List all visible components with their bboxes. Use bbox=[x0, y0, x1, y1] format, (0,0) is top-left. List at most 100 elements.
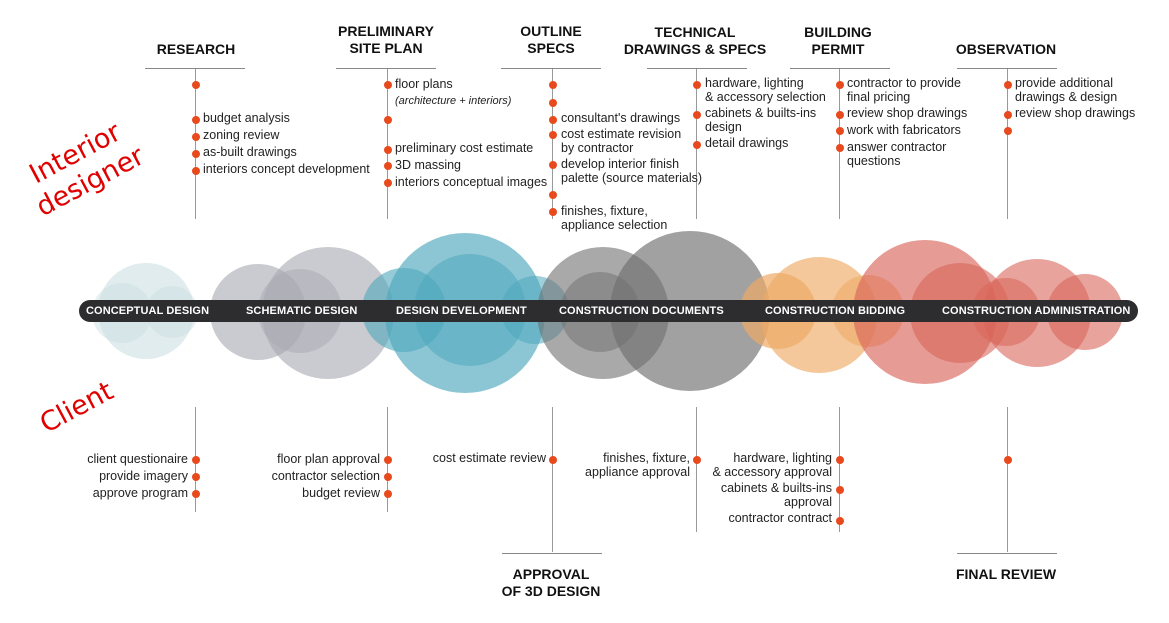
milestone-dot bbox=[384, 146, 392, 154]
milestone-dot bbox=[384, 81, 392, 89]
milestone-dot bbox=[836, 517, 844, 525]
timeline-stem bbox=[1007, 407, 1008, 552]
client-research-item: provide imagery bbox=[99, 469, 188, 483]
designer-technical-item: detail drawings bbox=[705, 136, 789, 150]
milestone-dot bbox=[549, 161, 557, 169]
milestone-dot bbox=[384, 116, 392, 124]
side-label-interior-designer: Interior designer bbox=[24, 116, 150, 223]
milestone-dot bbox=[384, 456, 392, 464]
milestone-dot bbox=[192, 167, 200, 175]
phase-label-construction-administration: CONSTRUCTION ADMINISTRATION bbox=[942, 305, 1131, 317]
designer-observation-item: review shop drawings bbox=[1015, 106, 1136, 120]
header-rule bbox=[501, 68, 601, 69]
designer-site-plan-note: (architecture + interiors) bbox=[395, 95, 512, 107]
milestone-dot bbox=[549, 99, 557, 107]
header-rule bbox=[957, 68, 1057, 69]
milestone-dot bbox=[192, 473, 200, 481]
designer-site-plan-floor-plans: floor plans bbox=[395, 77, 453, 91]
milestone-dot bbox=[693, 456, 701, 464]
designer-technical-item: cabinets & builts-ins design bbox=[705, 106, 817, 134]
timeline-stem bbox=[696, 407, 697, 532]
designer-research-item: as-built drawings bbox=[203, 145, 297, 159]
client-technical-item: finishes, fixture, appliance approval bbox=[585, 451, 690, 479]
milestone-dot bbox=[192, 456, 200, 464]
designer-outline-item: cost estimate revision by contractor bbox=[561, 127, 682, 155]
designer-research-item: budget analysis bbox=[203, 111, 290, 125]
designer-permit-item: review shop drawings bbox=[847, 106, 968, 120]
phase-label-schematic-design: SCHEMATIC DESIGN bbox=[246, 305, 358, 317]
client-site-plan-item: contractor selection bbox=[271, 469, 380, 483]
milestone-dot bbox=[1004, 127, 1012, 135]
phase-label-construction-documents: CONSTRUCTION DOCUMENTS bbox=[559, 305, 724, 317]
milestone-dot bbox=[192, 116, 200, 124]
designer-technical-item: hardware, lighting & accessory selection bbox=[705, 76, 826, 104]
milestone-dot bbox=[1004, 111, 1012, 119]
header-building-permit: BUILDING PERMIT bbox=[804, 24, 872, 57]
client-research-item: approve program bbox=[92, 486, 188, 500]
designer-research-item: zoning review bbox=[203, 128, 280, 142]
timeline-stem bbox=[195, 69, 196, 219]
client-permit-item: cabinets & builts-ins approval bbox=[720, 481, 832, 509]
milestone-dot bbox=[1004, 456, 1012, 464]
client-permit-item: hardware, lighting & accessory approval bbox=[712, 451, 832, 479]
designer-site-plan-item: 3D massing bbox=[395, 158, 461, 172]
client-permit-item: contractor contract bbox=[728, 511, 832, 525]
milestone-dot bbox=[836, 456, 844, 464]
header-outline-specs: OUTLINE SPECS bbox=[520, 23, 582, 56]
milestone-dot bbox=[384, 162, 392, 170]
designer-observation-item: provide additional drawings & design bbox=[1015, 76, 1118, 104]
milestone-dot bbox=[192, 133, 200, 141]
header-rule bbox=[957, 553, 1057, 554]
milestone-dot bbox=[549, 116, 557, 124]
milestone-dot bbox=[836, 127, 844, 135]
header-rule bbox=[502, 553, 602, 554]
designer-permit-item: contractor to provide final pricing bbox=[847, 76, 961, 104]
milestone-dot bbox=[836, 486, 844, 494]
milestone-dot bbox=[192, 490, 200, 498]
header-final-review: FINAL REVIEW bbox=[955, 566, 1057, 582]
side-label-client: Client bbox=[34, 375, 119, 440]
timeline-stem bbox=[1007, 69, 1008, 219]
timeline-stem bbox=[387, 69, 388, 219]
phase-label-construction-bidding: CONSTRUCTION BIDDING bbox=[765, 305, 906, 317]
timeline-stem bbox=[552, 69, 553, 219]
timeline-stem bbox=[839, 407, 840, 532]
timeline-stem bbox=[552, 407, 553, 552]
designer-site-plan-item: preliminary cost estimate bbox=[395, 141, 534, 155]
client-outline-item: cost estimate review bbox=[432, 451, 546, 465]
client-site-plan-item: floor plan approval bbox=[277, 452, 380, 466]
milestone-dot bbox=[549, 208, 557, 216]
designer-site-plan-item: interiors conceptual images bbox=[395, 175, 548, 189]
designer-research-item: interiors concept development bbox=[203, 162, 370, 176]
client-research-item: client questionaire bbox=[87, 452, 188, 466]
client-site-plan-item: budget review bbox=[302, 486, 380, 500]
designer-outline-item: consultant's drawings bbox=[561, 111, 681, 125]
milestone-dot bbox=[693, 141, 701, 149]
header-rule bbox=[647, 68, 747, 69]
header-rule bbox=[145, 68, 245, 69]
milestone-dot bbox=[384, 490, 392, 498]
milestone-dot bbox=[192, 150, 200, 158]
milestone-dot bbox=[549, 81, 557, 89]
milestone-dot bbox=[836, 81, 844, 89]
header-rule bbox=[336, 68, 436, 69]
designer-permit-item: work with fabricators bbox=[847, 123, 961, 137]
milestone-dot bbox=[836, 111, 844, 119]
milestone-dot bbox=[1004, 81, 1012, 89]
milestone-dot bbox=[384, 473, 392, 481]
designer-permit-item: answer contractor questions bbox=[847, 140, 947, 168]
milestone-dot bbox=[192, 81, 200, 89]
header-observation: OBSERVATION bbox=[955, 41, 1057, 57]
milestone-dot bbox=[836, 144, 844, 152]
milestone-dot bbox=[693, 111, 701, 119]
milestone-dot bbox=[384, 179, 392, 187]
milestone-dot bbox=[549, 191, 557, 199]
phase-label-conceptual-design: CONCEPTUAL DESIGN bbox=[86, 305, 210, 317]
header-technical-drawings: TECHNICAL DRAWINGS & SPECS bbox=[623, 24, 767, 57]
timeline-bar bbox=[79, 300, 1138, 322]
milestone-dot bbox=[549, 131, 557, 139]
header-research: RESEARCH bbox=[156, 41, 236, 57]
header-rule bbox=[790, 68, 890, 69]
designer-outline-item: finishes, fixture, appliance selection bbox=[561, 204, 668, 232]
